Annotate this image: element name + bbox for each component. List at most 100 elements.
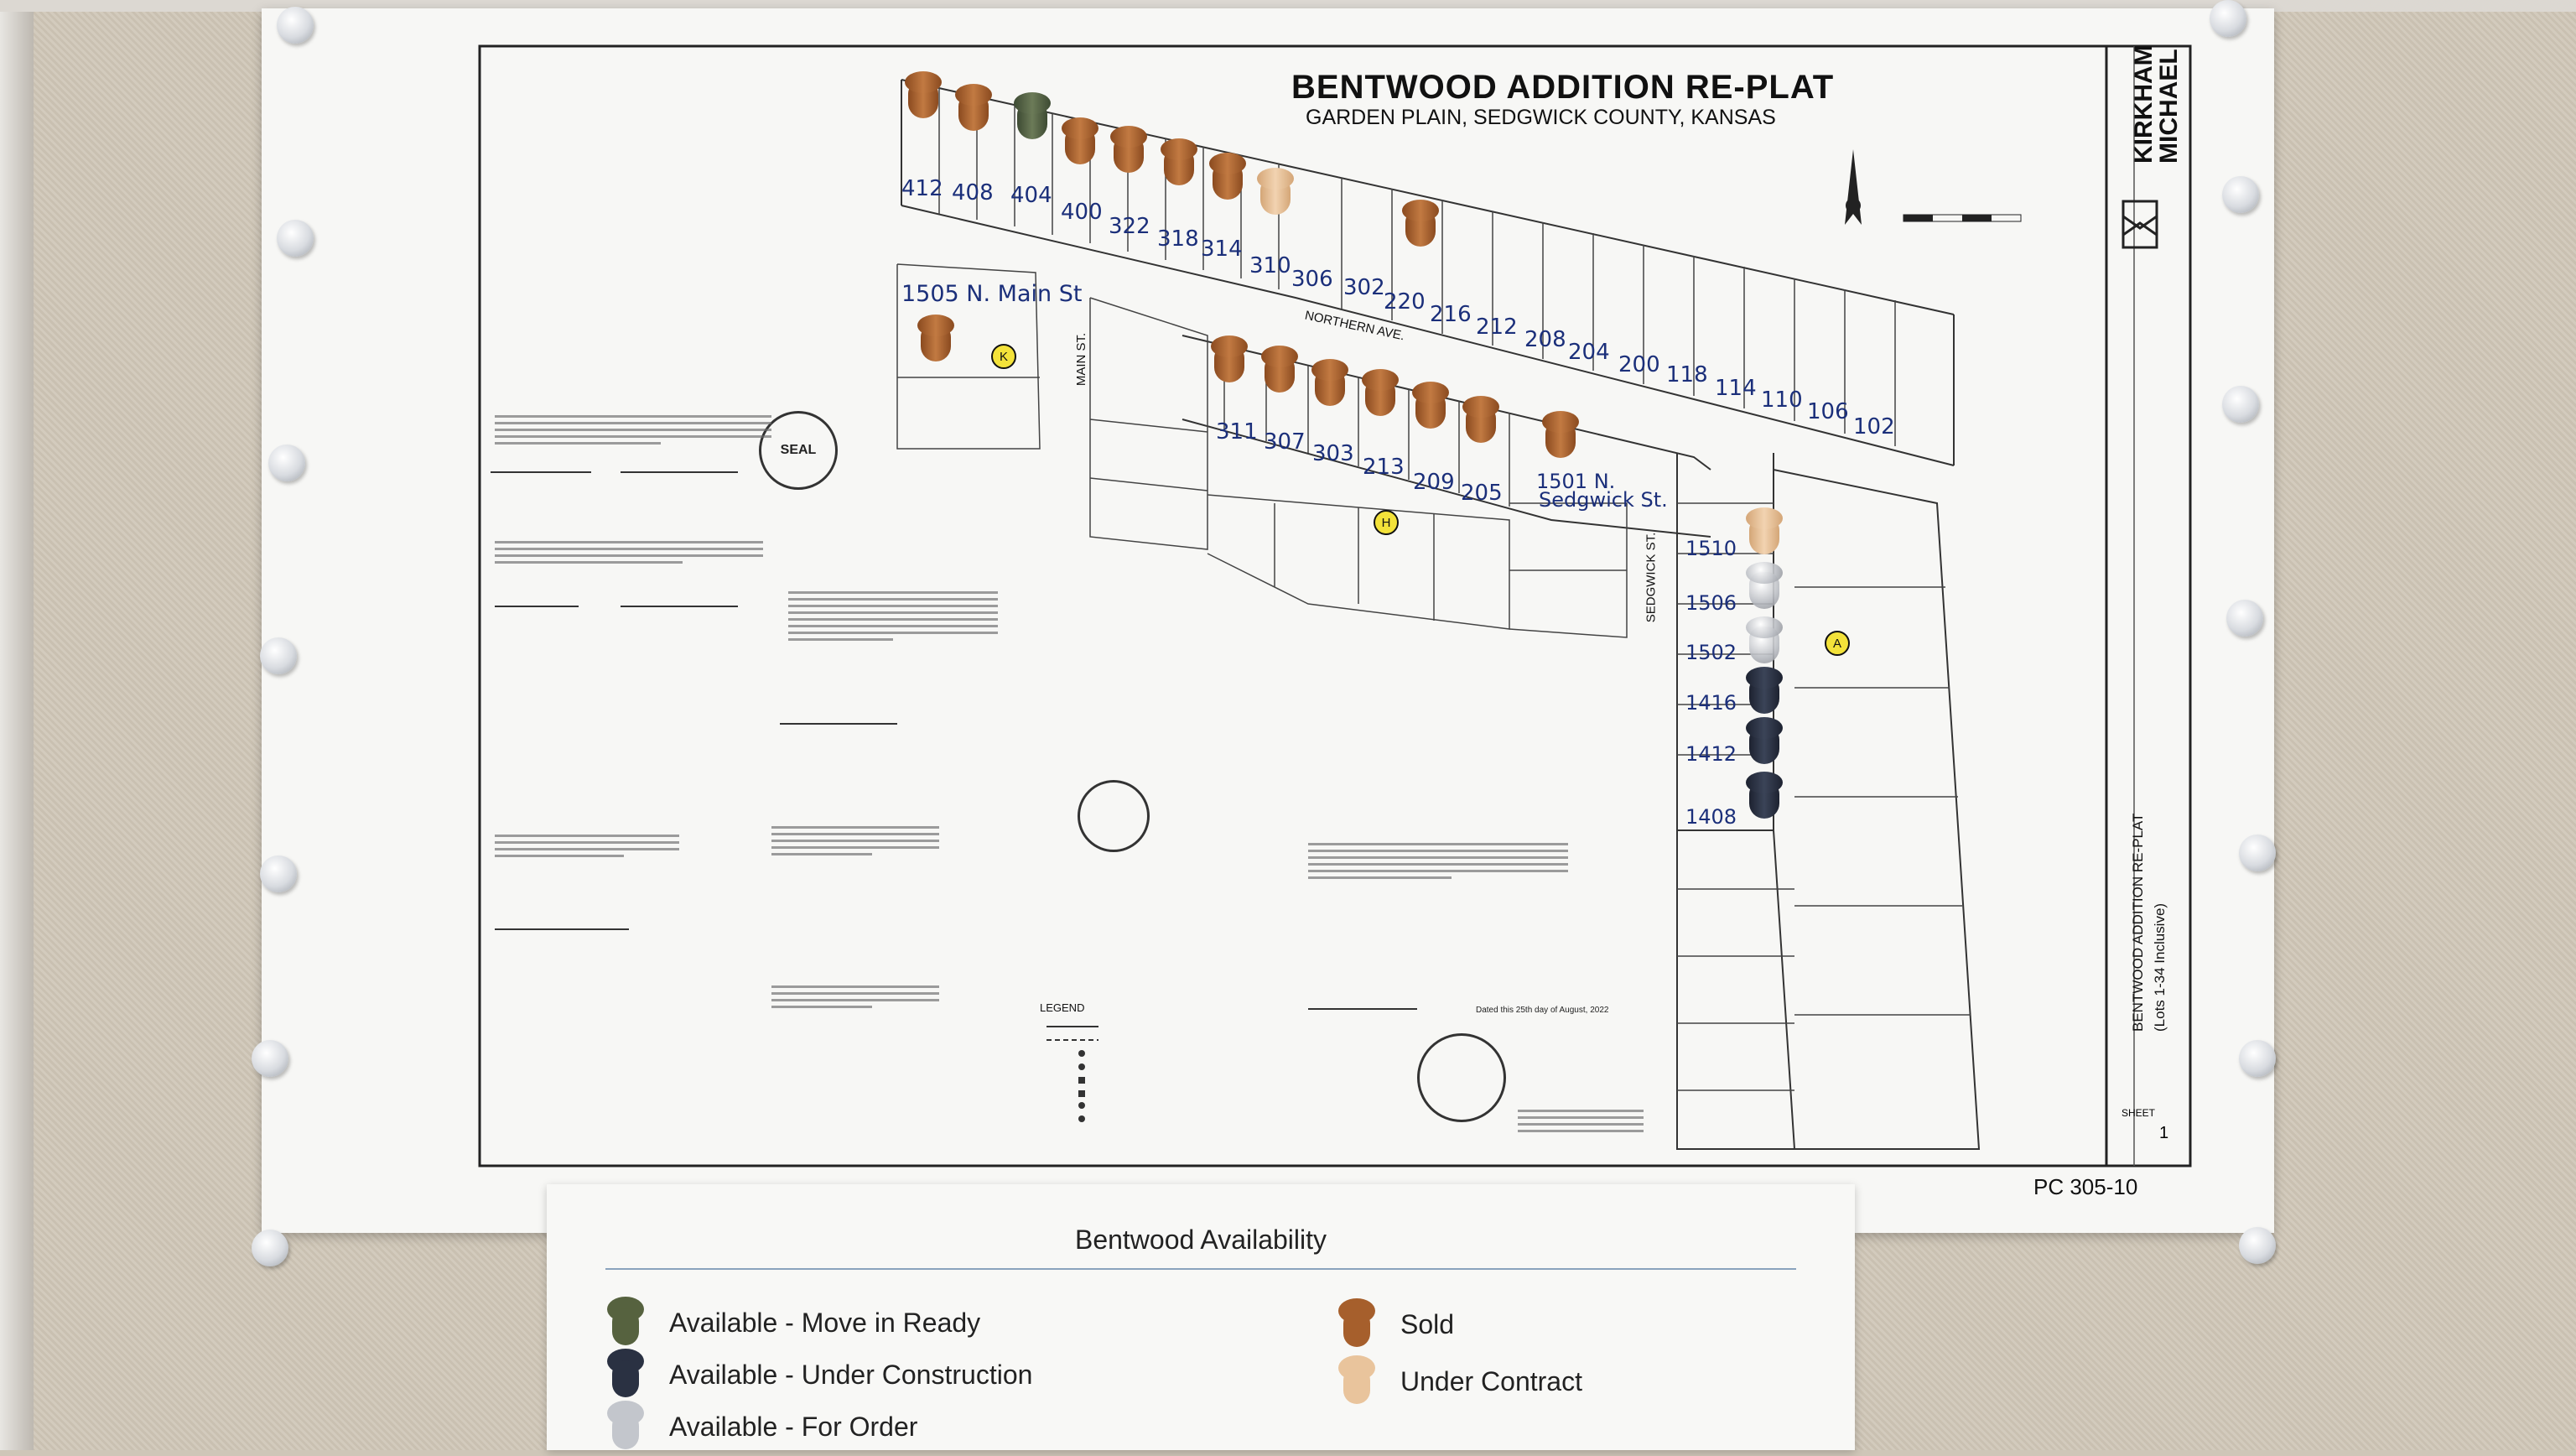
pin-sold-icon (914, 315, 958, 368)
legend-item-sold: Sold (1327, 1295, 1454, 1354)
legend-item-under-contract: Under Contract (1327, 1352, 1582, 1411)
city-seal: SEAL (759, 411, 838, 490)
thumbtack (260, 637, 297, 674)
thumbtack (268, 445, 305, 481)
pin-tan-icon (1327, 1352, 1385, 1411)
legend-label: Available - Under Construction (669, 1359, 1033, 1390)
legend-item-move-in-ready: Available - Move in Ready (595, 1293, 980, 1352)
signature-owner (780, 705, 897, 725)
availability-legend-card: Bentwood Availability Available - Move i… (547, 1184, 1855, 1450)
pin-for-order-icon (1742, 562, 1786, 616)
surveyor-address-text (1518, 1105, 1644, 1136)
pin-under-construction-icon (1742, 717, 1786, 771)
legend-label: Sold (1400, 1308, 1455, 1339)
county-seal (1078, 780, 1150, 852)
pin-sold-icon (1206, 153, 1249, 206)
address-north-row: 400 (1061, 200, 1103, 225)
legend-divider (605, 1268, 1796, 1270)
pin-sold-icon (901, 71, 945, 125)
pin-under-contract-icon (1254, 168, 1297, 221)
address-north-row: 102 (1853, 414, 1895, 439)
pin-move-in-ready-icon (1010, 92, 1054, 146)
pin-sold-icon (1358, 369, 1402, 423)
signature-city-clerk (621, 453, 738, 473)
acknowledgement-text-1 (771, 822, 939, 860)
thumbtack (2222, 176, 2259, 213)
sheet-number: 1 (2159, 1124, 2169, 1142)
thumbtack (2210, 0, 2246, 37)
street-sedgwick: SEDGWICK ST. (1644, 532, 1659, 623)
thumbtack (277, 7, 314, 44)
address-north-row: 408 (952, 180, 994, 205)
thumbtack (277, 220, 314, 257)
acknowledgement-text-2 (771, 981, 939, 1012)
pin-under-construction-icon (1742, 772, 1786, 825)
address-north-row: 110 (1761, 387, 1803, 413)
address-east-column: 1408 (1685, 805, 1737, 829)
firm-name-line1: KIRKHAM (2130, 44, 2158, 164)
thumbtack (2239, 1227, 2276, 1264)
thumbtack (2226, 600, 2263, 637)
address-north-row: 404 (1010, 183, 1052, 208)
address-south-row: 209 (1413, 470, 1455, 495)
address-main-st: 1505 N. Main St (901, 281, 1083, 307)
address-east-column: 1412 (1685, 742, 1737, 766)
approval-text (495, 537, 763, 568)
address-north-row: 412 (901, 176, 943, 201)
surveyor-certificate-text (1308, 839, 1568, 883)
address-north-row: 310 (1249, 253, 1291, 278)
signature-president (495, 587, 579, 607)
address-south-row: 205 (1461, 481, 1503, 506)
legend-label: Available - Move in Ready (669, 1307, 981, 1338)
pin-olive-icon (595, 1293, 654, 1352)
address-north-row: 208 (1524, 327, 1566, 352)
pin-sold-icon (1308, 359, 1352, 413)
pin-sold-icon (1459, 396, 1503, 450)
pin-sold-icon (1058, 117, 1102, 171)
signature-secretary (621, 587, 738, 607)
signature-surveyor (1308, 990, 1417, 1010)
address-north-row: 306 (1291, 267, 1333, 292)
pin-navy-icon (595, 1345, 654, 1404)
sheet-label: SHEET (2122, 1107, 2156, 1119)
signature-mayor (491, 453, 591, 473)
callout-k: K (991, 344, 1016, 369)
address-north-row: 200 (1618, 352, 1660, 377)
address-north-row: 212 (1476, 315, 1518, 340)
address-east-column: 1502 (1685, 641, 1737, 664)
street-main: MAIN ST. (1074, 332, 1089, 387)
thumbtack (260, 855, 297, 892)
address-north-row: 204 (1568, 340, 1610, 365)
thumbtack (2222, 386, 2259, 423)
thumbtack (252, 1040, 288, 1077)
surveyor-seal (1417, 1033, 1506, 1122)
pin-for-order-icon (1742, 616, 1786, 670)
address-north-row: 216 (1430, 302, 1472, 327)
pin-clear-icon (595, 1397, 654, 1456)
pin-sold-icon (1157, 138, 1201, 192)
owner-certificate-text (788, 587, 998, 645)
address-north-row: 314 (1201, 237, 1243, 262)
legend-label: Under Contract (1400, 1365, 1582, 1396)
dedication-text (495, 411, 771, 449)
address-north-row: 220 (1384, 289, 1426, 315)
address-south-row: 311 (1216, 419, 1258, 445)
callout-h: H (1374, 510, 1399, 535)
plat-subtitle: GARDEN PLAIN, SEDGWICK COUNTY, KANSAS (1306, 106, 1776, 129)
address-sedgwick-line1: 1501 N. (1536, 470, 1616, 493)
signature-register (495, 910, 629, 930)
pin-sold-icon (1409, 382, 1452, 435)
address-north-row: 322 (1109, 214, 1150, 239)
thumbtack (2239, 1040, 2276, 1077)
pin-sold-icon (1107, 126, 1150, 179)
register-of-deeds-text (495, 830, 679, 861)
board-frame-left (0, 0, 34, 1450)
drawing-id: PC 305-10 (2033, 1174, 2138, 1199)
thumbtack (252, 1230, 288, 1266)
address-east-column: 1506 (1685, 591, 1737, 615)
pin-sold-icon (1208, 335, 1251, 389)
sidebar-subtitle: (Lots 1-34 Inclusive) (2152, 902, 2168, 1032)
legend-item-under-construction: Available - Under Construction (595, 1345, 1032, 1404)
address-north-row: 118 (1666, 362, 1708, 387)
